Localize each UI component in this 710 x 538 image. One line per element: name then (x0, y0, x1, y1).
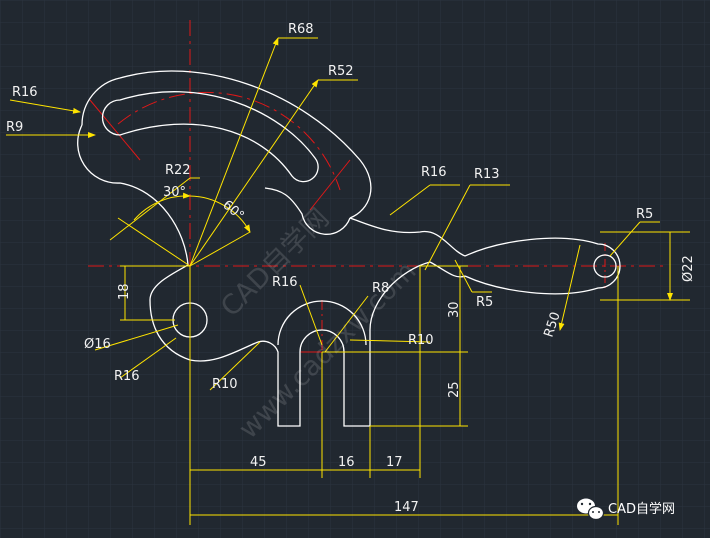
label-r13: R13 (474, 167, 500, 182)
label-dim-45: 45 (250, 455, 267, 470)
slot-u-outer (277, 300, 367, 346)
label-r10-slot: R10 (408, 333, 434, 348)
hole-handle (593, 254, 617, 278)
label-angle-30: 30° (163, 185, 186, 200)
dimension-labels: R68 R52 R16 R9 R22 30° 60° R16 R13 R5 Ø2… (6, 22, 696, 515)
label-dim-147: 147 (394, 500, 419, 515)
neck-upper (349, 217, 466, 257)
label-dim-25: 25 (447, 381, 462, 398)
brand-name: CAD自学网 (608, 501, 675, 517)
label-r16-slot: R16 (272, 275, 298, 290)
label-dim-18: 18 (117, 283, 132, 300)
label-r22: R22 (165, 163, 191, 178)
arc-arm-inner-hook (77, 124, 189, 266)
arc-arm-outer (81, 70, 372, 219)
label-dim-16: 16 (338, 455, 355, 470)
arm-slot (101, 91, 319, 183)
label-r16-top: R16 (12, 85, 38, 100)
bottom-web (257, 261, 431, 427)
label-dia16: Ø16 (84, 337, 111, 352)
left-boss-outline (149, 264, 259, 362)
label-r16-bottom: R16 (114, 369, 140, 384)
label-r5-lower: R5 (476, 295, 493, 310)
wechat-icon (577, 498, 605, 521)
dimension-lines (6, 37, 690, 525)
label-dim-30: 30 (447, 301, 462, 318)
brand-badge: CAD自学网 (577, 498, 675, 521)
label-dia22: Ø22 (681, 255, 696, 282)
label-r16-mid: R16 (421, 165, 447, 180)
label-r5-right: R5 (636, 207, 653, 222)
neck-lower (429, 261, 466, 278)
label-dim-17: 17 (386, 455, 403, 470)
label-r68: R68 (288, 22, 314, 37)
arc-arm-lobe (264, 187, 351, 235)
label-r52: R52 (328, 64, 354, 79)
label-r8: R8 (372, 281, 389, 296)
handle-outline (464, 237, 621, 295)
label-r10-bottom: R10 (212, 377, 238, 392)
label-r9: R9 (6, 120, 23, 135)
